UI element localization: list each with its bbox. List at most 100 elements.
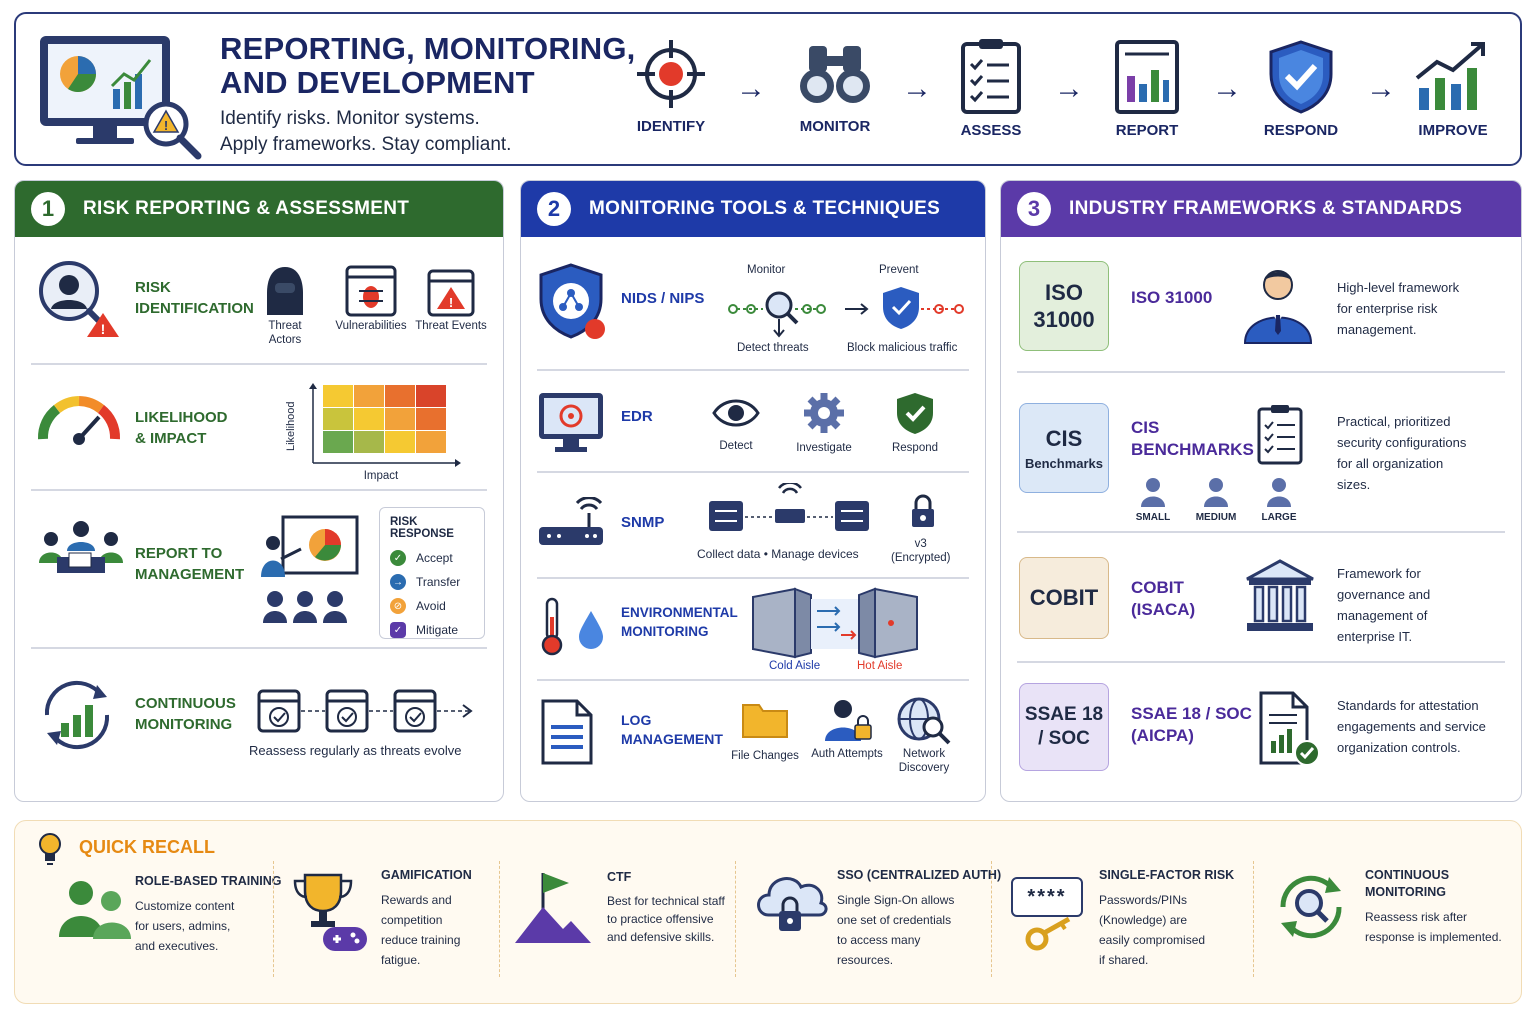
size-label: SMALL — [1135, 512, 1171, 523]
cis-badge-sub: Benchmarks — [1024, 455, 1104, 471]
divider — [537, 577, 969, 579]
presentation-icon — [261, 515, 359, 623]
cis-size-large: LARGE — [1257, 477, 1301, 523]
step-assess: ASSESS — [936, 38, 1046, 139]
trophy-gamepad-icon — [293, 873, 367, 951]
divider — [1017, 661, 1505, 663]
divider — [991, 861, 992, 977]
divider — [1017, 531, 1505, 533]
server-aisles-diagram — [752, 587, 918, 659]
step-report: REPORT — [1092, 38, 1202, 139]
recall-heading: GAMIFICATION — [381, 868, 472, 882]
lightbulb-icon — [39, 833, 61, 865]
risk-heatmap — [309, 383, 461, 467]
quick-recall-section: QUICK RECALL ROLE-BASED TRAINING Customi… — [14, 820, 1522, 1004]
svg-text:!: ! — [101, 321, 106, 337]
panel-number: 1 — [31, 192, 65, 226]
quick-recall-sso: SSO (CENTRALIZED AUTH) Single Sign-On al… — [837, 867, 1001, 970]
response-transfer: → Transfer — [390, 570, 484, 594]
shield-small-icon: ✓ — [390, 622, 406, 638]
edr-investigate-item: Investigate — [791, 391, 857, 455]
caption: File Changes — [731, 750, 799, 762]
quick-recall-title: QUICK RECALL — [79, 837, 215, 857]
panel-number: 3 — [1017, 192, 1051, 226]
response-mitigate: ✓ Mitigate — [390, 618, 484, 642]
step-label: IDENTIFY — [636, 118, 706, 135]
monitor-analytics-icon: ! — [40, 36, 202, 160]
log-management-label: LOG MANAGEMENT — [621, 712, 723, 747]
size-label: LARGE — [1261, 512, 1297, 523]
person-icon — [1141, 478, 1165, 507]
recall-body: Reassess risk after response is implemen… — [1365, 910, 1502, 944]
recall-body: Rewards and competition reduce training … — [381, 893, 461, 967]
audit-report-icon — [1259, 691, 1320, 766]
recall-heading: ROLE-BASED TRAINING — [135, 874, 282, 888]
recall-heading: CTF — [607, 870, 632, 884]
gear-icon — [804, 393, 844, 433]
log-network-discovery-item: Network Discovery — [889, 695, 959, 775]
lock-icon — [912, 494, 934, 527]
recall-heading: SINGLE-FACTOR RISK — [1099, 868, 1235, 882]
ssae-soc-badge: SSAE 18 / SOC — [1019, 683, 1109, 771]
step-identify: IDENTIFY — [616, 38, 726, 135]
step-label: MONITOR — [799, 118, 871, 135]
response-label: Avoid — [416, 599, 446, 613]
caption: Threat Events — [415, 320, 487, 332]
svg-text:!: ! — [449, 295, 453, 310]
person-icon — [1267, 478, 1291, 507]
cobit-name: COBIT (ISACA) — [1131, 578, 1196, 619]
caption: Auth Attempts — [811, 748, 883, 760]
log-document-icon — [541, 699, 593, 765]
block-circle-icon: ⊘ — [390, 598, 406, 614]
response-avoid: ⊘ Avoid — [390, 594, 484, 618]
nids-flow-diagram — [728, 287, 964, 338]
page-title: REPORTING, MONITORING, AND DEVELOPMENT — [220, 31, 636, 100]
meeting-icon — [39, 521, 123, 573]
threat-events-item: ! Threat Events — [415, 263, 487, 333]
calendar-timeline — [257, 689, 473, 733]
header-banner: ! REPORTING, MONITORING, AND DEVELOPMENT… — [14, 12, 1522, 166]
hooded-hacker-icon — [267, 267, 303, 315]
edr-detect-item: Detect — [707, 393, 765, 453]
ssae-soc-name: SSAE 18 / SOC (AICPA) — [1131, 704, 1252, 745]
flow-arrow: → — [736, 72, 766, 105]
response-accept: ✓ Accept — [390, 546, 484, 570]
person-icon — [1204, 478, 1228, 507]
hacker-search-icon: ! — [39, 261, 119, 337]
panel-title: MONITORING TOOLS & TECHNIQUES — [589, 198, 941, 219]
key-icon — [1025, 916, 1071, 951]
eye-icon — [712, 399, 760, 427]
snmp-network-diagram — [709, 483, 869, 531]
continuous-monitoring-caption: Reassess regularly as threats evolve — [249, 743, 462, 758]
panel-header: 2 MONITORING TOOLS & TECHNIQUES — [521, 181, 985, 237]
globe-search-icon — [897, 697, 951, 745]
user-lock-icon — [825, 700, 872, 741]
heatmap-y-axis-label: Likelihood — [285, 401, 297, 451]
divider — [499, 861, 500, 977]
caption: Investigate — [796, 442, 852, 454]
report-chart-icon — [1115, 40, 1179, 114]
binoculars-icon — [800, 46, 870, 103]
quick-recall-single-factor-risk: SINGLE-FACTOR RISK Passwords/PINs (Knowl… — [1099, 867, 1234, 970]
cis-description: Practical, prioritized security configur… — [1337, 414, 1467, 492]
snmp-v3-label: v3 (Encrypted) — [891, 538, 951, 564]
divider — [735, 861, 736, 977]
bug-window-icon — [345, 265, 397, 317]
recall-body: Passwords/PINs (Knowledge) are easily co… — [1099, 893, 1206, 967]
nids-label: NIDS / NIPS — [621, 290, 705, 307]
quick-recall-ctf: CTF Best for technical staff to practice… — [607, 869, 725, 946]
recall-heading: CONTINUOUS MONITORING — [1365, 868, 1450, 899]
response-label: Accept — [416, 551, 453, 565]
vulnerabilities-item: Vulnerabilities — [331, 263, 411, 333]
calendar-check-icon — [257, 689, 301, 733]
log-file-changes-item: File Changes — [731, 699, 799, 763]
panel-header: 3 INDUSTRY FRAMEWORKS & STANDARDS — [1001, 181, 1521, 237]
clipboard-checklist-icon — [1257, 405, 1303, 465]
flow-arrow: → — [1212, 72, 1242, 105]
panel-header: 1 RISK REPORTING & ASSESSMENT — [15, 181, 503, 237]
nids-detect-label: Detect threats — [737, 342, 809, 354]
heatmap-x-axis-label: Impact — [363, 470, 399, 482]
divider — [1017, 371, 1505, 373]
step-label: IMPROVE — [1418, 122, 1488, 139]
page-subtitle: Identify risks. Monitor systems. Apply f… — [220, 108, 512, 155]
